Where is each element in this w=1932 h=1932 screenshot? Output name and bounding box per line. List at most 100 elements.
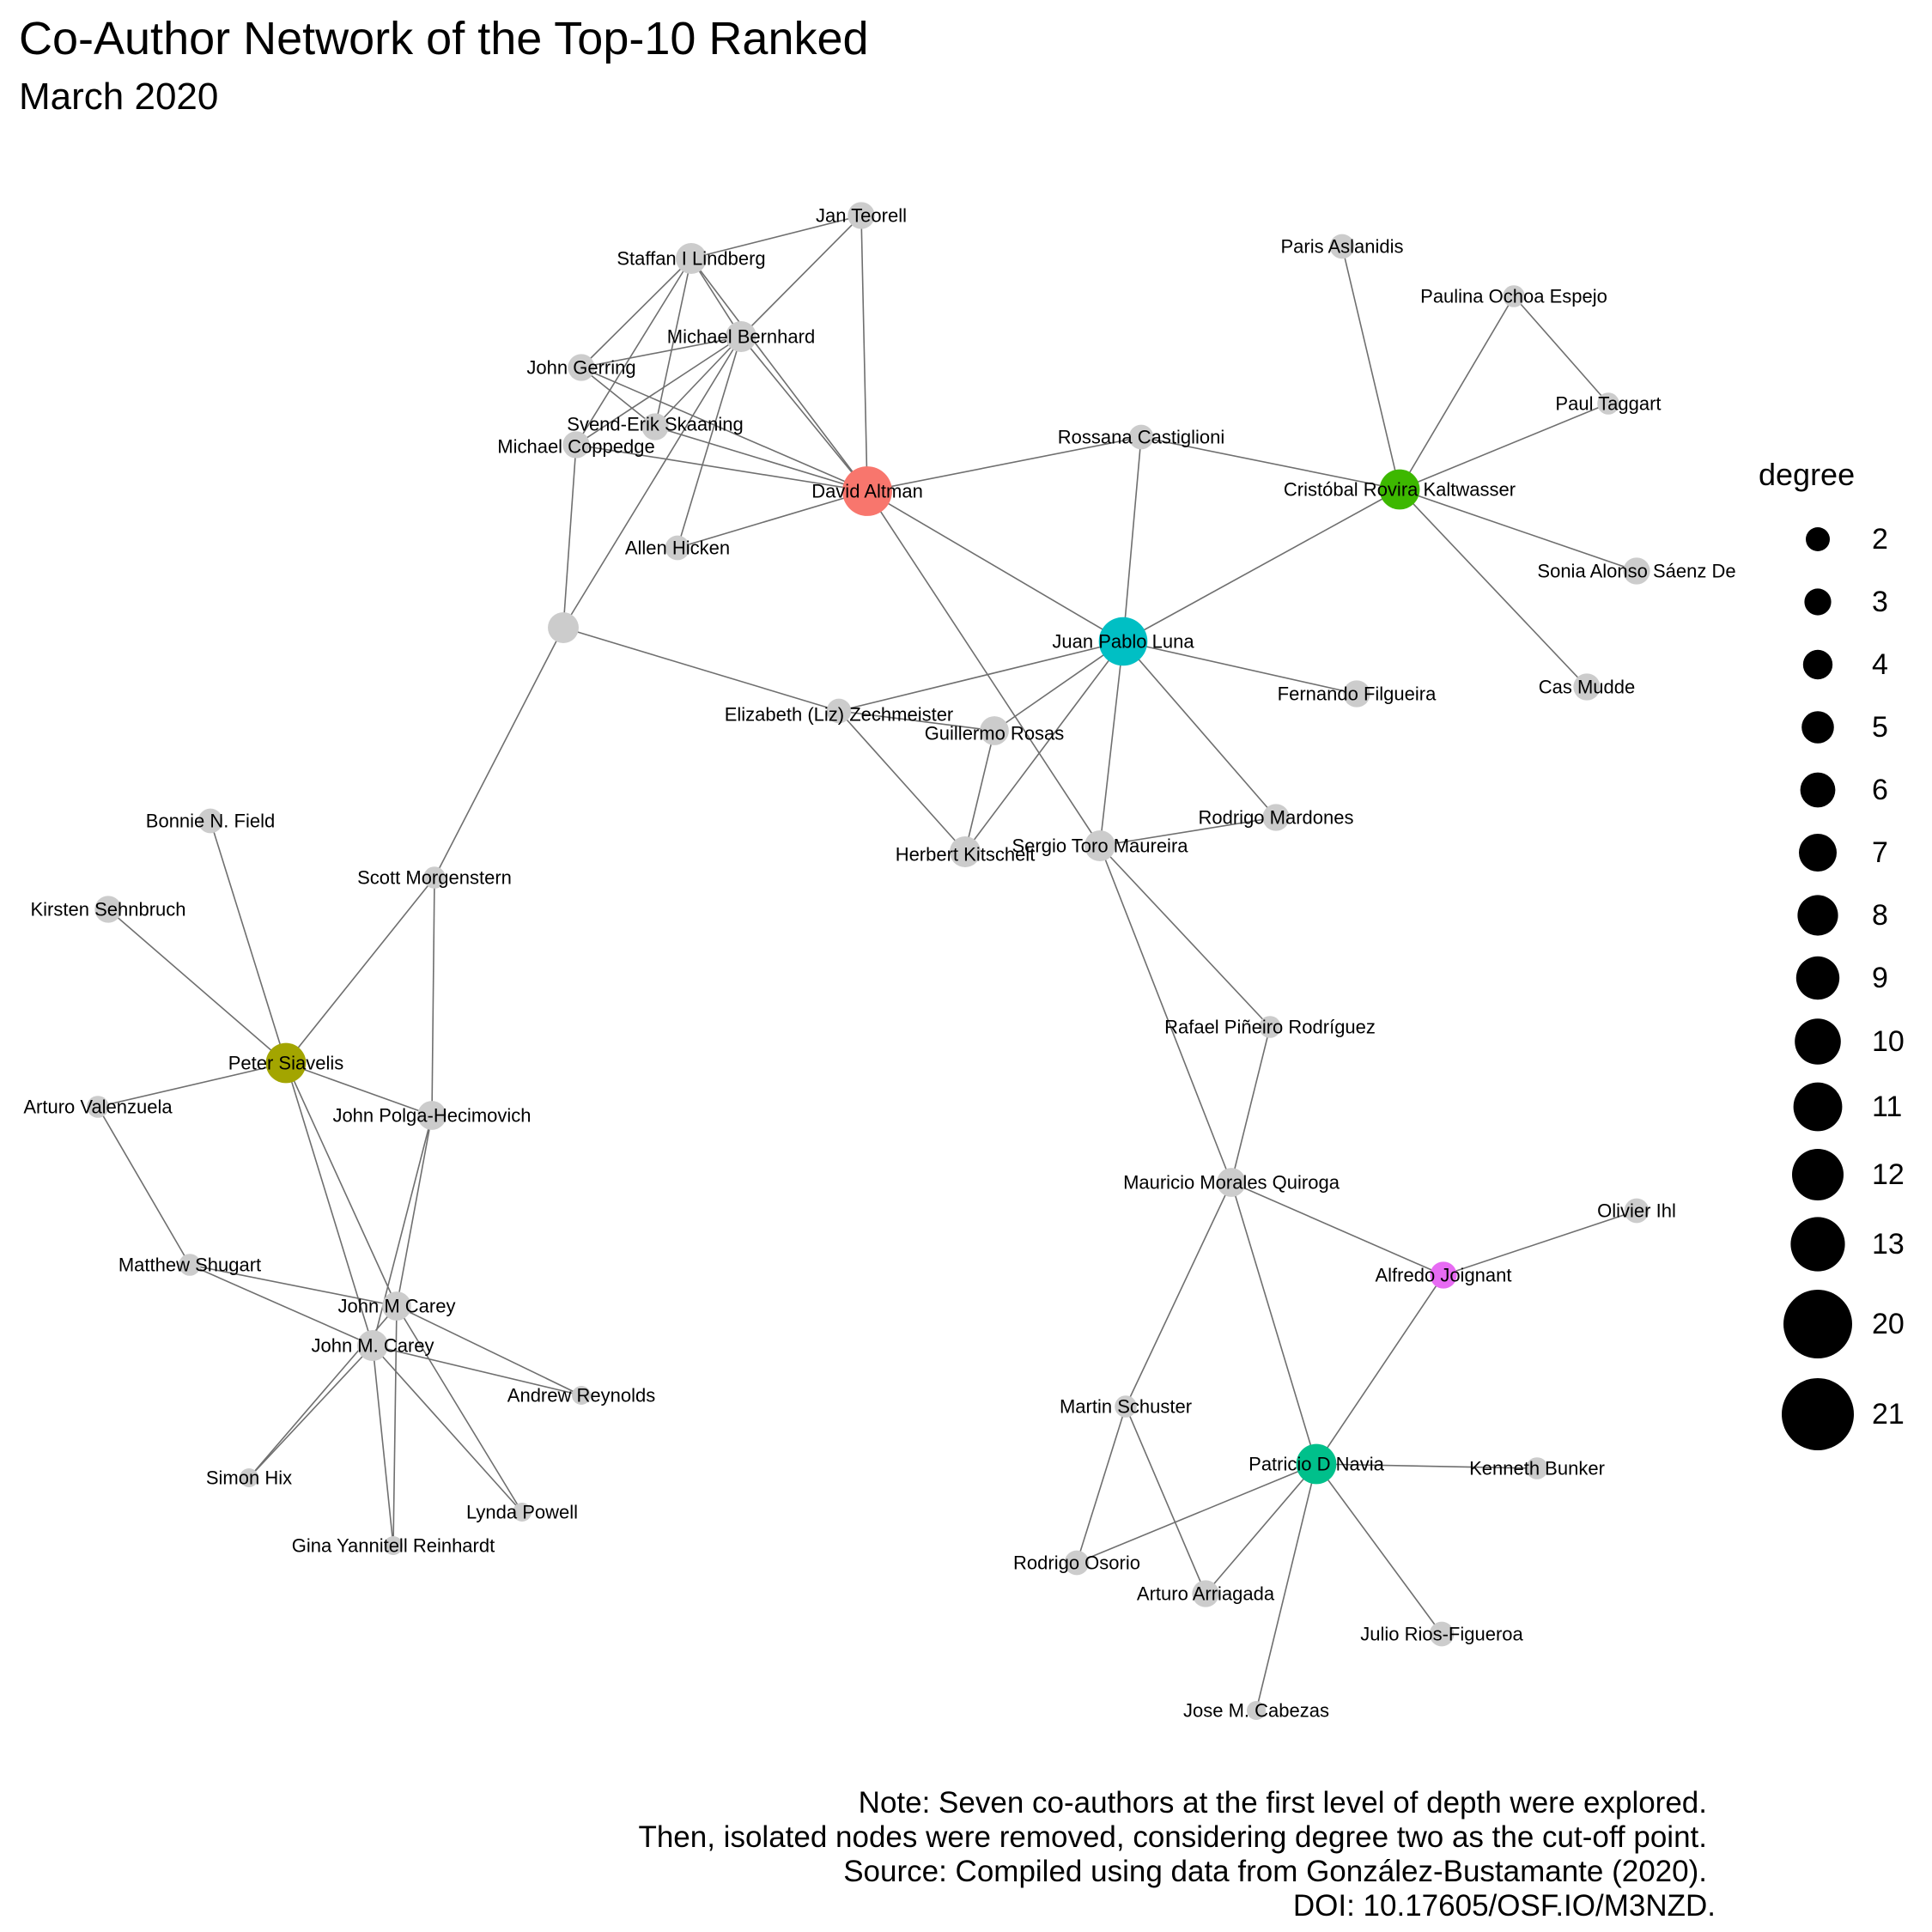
edge-patricio-d-navia--julio-rios-figueroa (1315, 1463, 1443, 1635)
node-unlabeled (548, 612, 579, 643)
edge-david-altman--sergio-toro-maureira (866, 490, 1101, 847)
edge-paulina-ochoa-espejo--paul-taggart (1513, 295, 1609, 404)
node-michael-bernhard (726, 321, 756, 352)
edge-svend-erik-skaaning--david-altman (654, 426, 868, 492)
edge-staffan-i-lindberg--david-altman (690, 258, 868, 492)
node-layer (87, 202, 1650, 1720)
edge-patricio-d-navia--kenneth-bunker (1315, 1463, 1538, 1469)
node-label-rossana-castiglioni: Rossana Castiglioni (1058, 427, 1224, 448)
node-label-cas-mudde: Cas Mudde (1539, 677, 1636, 698)
node-staffan-i-lindberg (676, 243, 707, 274)
node-label-alfredo-joignant: Alfredo Joignant (1376, 1265, 1512, 1286)
legend-key-2 (1806, 527, 1830, 551)
edge-john-gerring--david-altman (580, 367, 868, 492)
node-label-kirsten-sehnbruch: Kirsten Sehnbruch (31, 899, 186, 920)
edge-patricio-d-navia--jose-m-cabezas (1255, 1463, 1317, 1711)
legend-label-7: 7 (1872, 836, 1888, 869)
node-jan-teorell (848, 202, 875, 229)
node-martin-schuster (1115, 1395, 1137, 1418)
node-john-m-carey (357, 1330, 388, 1361)
caption-line-2: Then, isolated nodes were removed, consi… (638, 1820, 1707, 1854)
figure-subtitle: March 2020 (19, 76, 219, 118)
edge-cristobal-rovira-kaltwasser--paulina-ochoa-espejo (1399, 295, 1515, 490)
node-label-fernando-filgueira: Fernando Filgueira (1278, 683, 1437, 705)
edge-elizabeth-liz-zechmeister--guillermo-rosas (838, 710, 995, 732)
node-bonnie-n-field (197, 808, 223, 834)
figure-title: Co-Author Network of the Top-10 Ranked (19, 13, 869, 64)
edge-cristobal-rovira-kaltwasser--cas-mudde (1399, 489, 1588, 688)
edge-cristobal-rovira-kaltwasser--paul-taggart (1399, 403, 1609, 490)
legend-key-21 (1782, 1378, 1854, 1450)
edge-staffan-i-lindberg--john-gerring (580, 258, 692, 368)
legend-label-2: 2 (1872, 523, 1888, 556)
edge-michael-bernhard--michael-coppedge (575, 336, 742, 446)
legend-label-12: 12 (1872, 1158, 1905, 1191)
node-svend-erik-skaaning (641, 413, 669, 440)
edge-staffan-i-lindberg--jan-teorell (690, 215, 862, 259)
legend-key-4 (1802, 649, 1833, 680)
edge-sergio-toro-maureira--rodrigo-mardones (1099, 817, 1277, 847)
edge-rafael-pineiro-rodriguez--mauricio-morales-quiroga (1230, 1026, 1271, 1183)
node-sonia-alonso-saenz-de (1623, 557, 1650, 585)
legend-key-12 (1792, 1149, 1844, 1200)
edge-david-altman--rossana-castiglioni (866, 436, 1142, 492)
edge-peter-siavelis--john-polga-hecimovich (285, 1062, 433, 1116)
node-label-sergio-toro-maureira: Sergio Toro Maureira (1012, 835, 1188, 857)
legend-label-11: 11 (1872, 1091, 1902, 1123)
edge-juan-pablo-luna--herbert-kitschelt (964, 641, 1124, 853)
node-label-olivier-ihl: Olivier Ihl (1597, 1200, 1676, 1222)
edge-matthew-shugart--john-m-carey (189, 1264, 398, 1307)
edge-scott-morgenstern--peter-siavelis (285, 877, 435, 1064)
node-herbert-kitschelt (950, 836, 981, 867)
node-scott-morgenstern (423, 866, 446, 889)
node-guillermo-rosas (980, 716, 1009, 745)
edge-mauricio-morales-quiroga--alfredo-joignant (1230, 1182, 1444, 1276)
legend-label-8: 8 (1872, 899, 1888, 932)
node-alfredo-joignant (1430, 1261, 1457, 1289)
node-sergio-toro-maureira (1084, 830, 1115, 861)
node-label-john-m-carey: John M. Carey (311, 1335, 434, 1357)
node-label-guillermo-rosas: Guillermo Rosas (925, 723, 1065, 744)
edge-peter-siavelis--john-m-carey (285, 1062, 398, 1307)
edge-michael-bernhard--unlabeled (562, 336, 742, 629)
node-label-paul-taggart: Paul Taggart (1555, 393, 1661, 415)
node-juan-pablo-luna (1098, 617, 1148, 666)
edge-allen-hicken--david-altman (677, 490, 868, 549)
caption-line-4: DOI: 10.17605/OSF.IO/M3NZD. (1292, 1889, 1716, 1923)
node-cristobal-rovira-kaltwasser (1379, 469, 1420, 510)
legend-key-9 (1795, 956, 1840, 1000)
edge-bonnie-n-field--peter-siavelis (210, 820, 287, 1064)
node-lynda-powell (513, 1503, 532, 1522)
node-arturo-valenzuela (87, 1096, 109, 1118)
edge-john-gerring--svend-erik-skaaning (580, 367, 656, 428)
node-fernando-filgueira (1343, 680, 1370, 708)
node-label-rafael-pineiro-rodriguez: Rafael Piñeiro Rodríguez (1164, 1017, 1376, 1038)
edge-patricio-d-navia--rodrigo-osorio (1076, 1463, 1317, 1564)
node-simon-hix (240, 1468, 258, 1487)
edge-john-m-carey--lynda-powell (396, 1305, 523, 1513)
legend-key-3 (1804, 588, 1832, 616)
edge-michael-coppedge--unlabeled (562, 444, 577, 629)
node-label-rodrigo-mardones: Rodrigo Mardones (1199, 807, 1354, 829)
legend-key-10 (1795, 1018, 1841, 1065)
edge-sergio-toro-maureira--mauricio-morales-quiroga (1099, 845, 1232, 1183)
node-label-allen-hicken: Allen Hicken (625, 538, 730, 559)
node-andrew-reynolds (572, 1386, 591, 1405)
node-label-andrew-reynolds: Andrew Reynolds (507, 1385, 655, 1406)
node-label-rodrigo-osorio: Rodrigo Osorio (1013, 1552, 1140, 1574)
edge-patricio-d-navia--arturo-arriagada (1205, 1463, 1317, 1595)
node-label-staffan-i-lindberg: Staffan I Lindberg (617, 248, 765, 270)
legend-label-10: 10 (1872, 1025, 1905, 1058)
node-label-juan-pablo-luna: Juan Pablo Luna (1052, 631, 1194, 653)
edge-juan-pablo-luna--guillermo-rosas (993, 641, 1124, 732)
edge-sergio-toro-maureira--rafael-pineiro-rodriguez (1099, 845, 1271, 1028)
edge-david-altman--juan-pablo-luna (866, 490, 1124, 642)
edge-michael-bernhard--john-gerring (580, 336, 742, 368)
node-label-bonnie-n-field: Bonnie N. Field (146, 811, 275, 832)
edge-staffan-i-lindberg--svend-erik-skaaning (654, 258, 692, 428)
node-label-kenneth-bunker: Kenneth Bunker (1469, 1458, 1605, 1479)
node-label-paulina-ochoa-espejo: Paulina Ochoa Espejo (1420, 286, 1607, 307)
node-rodrigo-osorio (1064, 1550, 1090, 1576)
edge-rossana-castiglioni--cristobal-rovira-kaltwasser (1140, 436, 1400, 490)
